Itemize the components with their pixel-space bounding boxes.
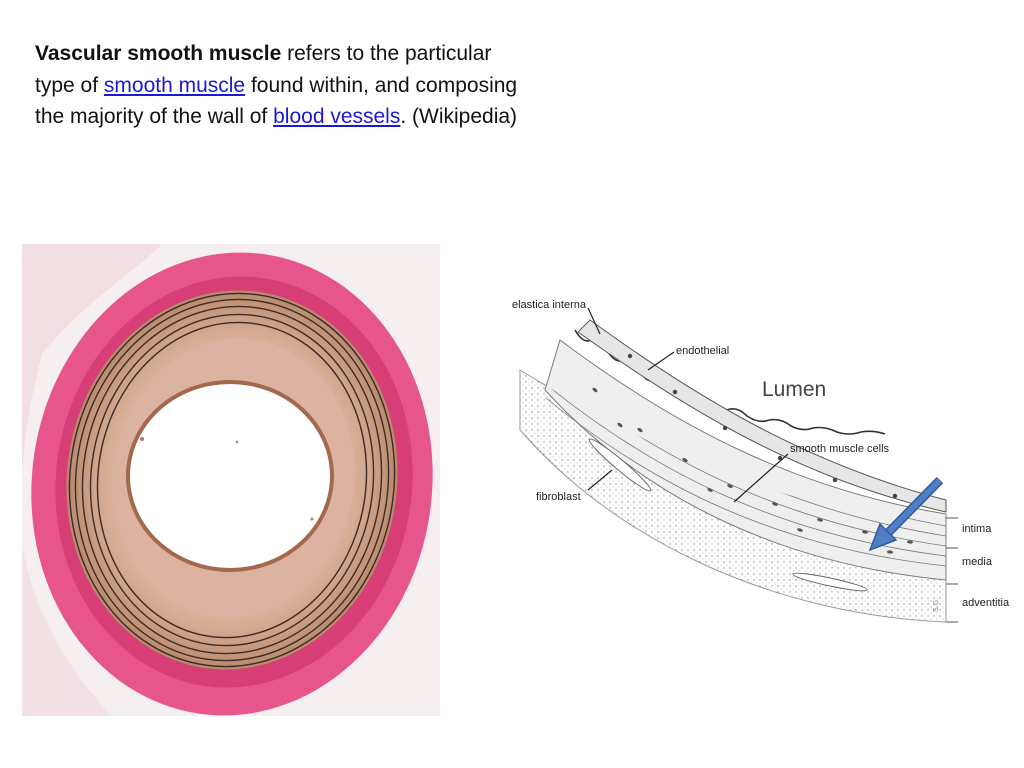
intro-term: Vascular smooth muscle bbox=[35, 42, 282, 65]
pointer-arrow-icon bbox=[868, 476, 944, 552]
label-fibroblast: fibroblast bbox=[536, 491, 581, 503]
label-media: media bbox=[962, 556, 993, 568]
label-lumen: Lumen bbox=[762, 378, 826, 401]
vessel-wall-diagram: elastica interna endothelial Lumen smoot… bbox=[512, 299, 1010, 623]
intro-paragraph: Vascular smooth muscle refers to the par… bbox=[35, 38, 535, 133]
label-smooth-muscle-cells: smooth muscle cells bbox=[790, 443, 890, 455]
smooth-muscle-link[interactable]: smooth muscle bbox=[103, 73, 246, 97]
label-endothelial: endothelial bbox=[676, 345, 729, 357]
label-adventitia: adventitia bbox=[962, 597, 1010, 609]
artery-micrograph bbox=[22, 244, 440, 716]
label-elastica-interna: elastica interna bbox=[512, 299, 587, 311]
intro-text-3: . (Wikipedia) bbox=[400, 105, 518, 128]
artist-signature: S.G. bbox=[933, 598, 940, 612]
intro-text-1: refers to the particular type of bbox=[35, 42, 492, 97]
blood-vessels-link[interactable]: blood vessels bbox=[273, 105, 401, 128]
intro-text-2: found within, and composing the majority… bbox=[35, 73, 518, 129]
label-intima: intima bbox=[962, 523, 992, 535]
